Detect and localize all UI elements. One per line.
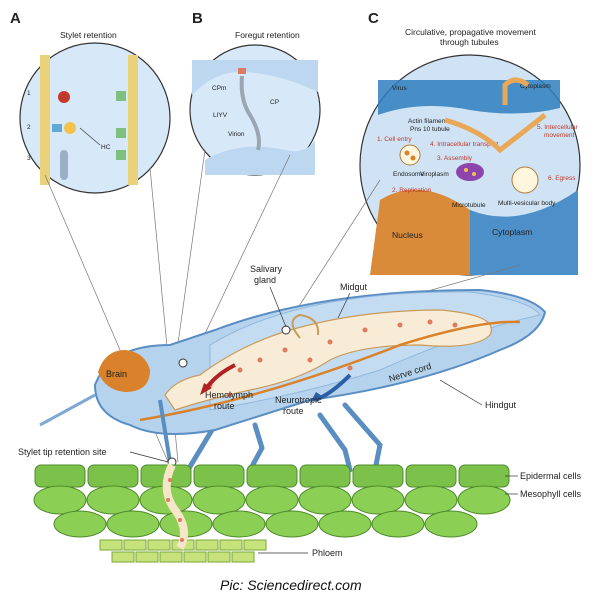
virion-icon xyxy=(64,122,76,134)
liyv-label: LIYV xyxy=(213,112,228,119)
receptor-icon xyxy=(116,150,126,160)
stylet-wall-right xyxy=(128,55,138,185)
stylet-wall-left xyxy=(40,55,50,185)
step-4-label: 4. Intracellular transport xyxy=(430,141,498,148)
nucleus-label: Nucleus xyxy=(392,230,423,240)
stylet-track xyxy=(162,463,188,550)
panel-a-title: Stylet retention xyxy=(60,30,117,40)
viroplasm-label: Viroplasm xyxy=(420,171,449,178)
cytoplasm-bottom-shape xyxy=(470,190,578,275)
hemolymph-label-2: route xyxy=(214,401,235,411)
virion-filament xyxy=(239,75,261,151)
receptor-icon xyxy=(116,91,126,101)
salivary-gland-shape xyxy=(291,313,320,339)
epidermal-label: Epidermal cells xyxy=(520,471,582,481)
viroplasm-icon xyxy=(456,163,484,181)
virion-icon xyxy=(58,91,70,103)
cytoplasm-bottom-label: Cytoplasm xyxy=(492,227,532,237)
midgut-label: Midgut xyxy=(340,282,368,292)
cell-membrane xyxy=(378,80,560,115)
image-caption: Pic: Sciencedirect.com xyxy=(220,577,362,593)
salivary-marker xyxy=(281,325,291,335)
endosome-label: Endosome xyxy=(393,171,424,178)
step-5-label-2: movement xyxy=(544,132,575,139)
insect: Brain xyxy=(39,288,547,473)
cpm-marker xyxy=(238,68,246,74)
mesophyll-label: Mesophyll cells xyxy=(520,489,582,499)
foregut-lining xyxy=(192,60,318,95)
panel-a-letter: A xyxy=(10,10,21,27)
mvb-icon xyxy=(511,166,539,194)
endosome-icon xyxy=(399,144,421,166)
hemolymph-label-1: Hemolymph xyxy=(205,390,253,400)
row-1-label: 1 xyxy=(27,90,31,97)
salivary-gland-label-1: Salivary xyxy=(250,264,283,274)
epidermal-layer xyxy=(34,464,510,488)
salivary-gland-label-2: gland xyxy=(254,275,276,285)
plant-tissue: Epidermal cells Mesophyll cells Phloem xyxy=(33,463,582,563)
brain-shape xyxy=(98,350,150,392)
panel-c-title-2: through tubules xyxy=(440,37,499,47)
cp-label: CP xyxy=(270,99,279,106)
brain-label: Brain xyxy=(106,369,127,379)
stylet xyxy=(158,399,172,463)
step-6-label: 6. Egress xyxy=(548,175,576,182)
panel-c-letter: C xyxy=(368,10,379,27)
foregut-marker xyxy=(178,358,188,368)
mvb-label: Multi-vesicular body xyxy=(498,200,556,207)
cytoplasm-top-label: Cytoplasm xyxy=(520,83,551,90)
virus-label: Virus xyxy=(392,85,407,92)
neurotropic-route-arrow xyxy=(314,373,352,402)
virion-label: Virion xyxy=(228,131,245,138)
panel-b-letter: B xyxy=(192,10,203,27)
step-1-label: 1. Cell entry xyxy=(377,136,412,143)
phloem-label: Phloem xyxy=(312,548,343,558)
panel-c-title-1: Circulative, propagative movement xyxy=(405,27,537,37)
hc-label: HC xyxy=(101,144,111,151)
row-3-label: 3 xyxy=(27,155,31,162)
panel-c: C Circulative, propagative movement thro… xyxy=(359,10,581,276)
stylet-tip-label: Stylet tip retention site xyxy=(18,447,107,457)
step-2-label: 2. Replication xyxy=(392,187,432,194)
panel-b: B Foregut retention CPm CP LIYV Virion xyxy=(189,10,321,176)
virion-rod-icon xyxy=(60,150,68,180)
row-2-label: 2 xyxy=(27,124,31,131)
step-3-label: 3. Assembly xyxy=(437,155,473,162)
midgut-shape xyxy=(164,309,492,411)
panel-a: A Stylet retention 1 2 3 HC xyxy=(10,10,171,194)
step-5-label-1: 5. Intercellular xyxy=(537,124,579,131)
foregut-lining xyxy=(205,140,315,175)
nerve-cord-line xyxy=(139,320,521,422)
panel-b-title: Foregut retention xyxy=(235,30,300,40)
helper-component-icon xyxy=(52,124,62,132)
pns10-tubule xyxy=(444,113,547,154)
mesophyll-layer xyxy=(33,485,511,538)
pns10-label: Pns 10 tubule xyxy=(410,126,450,133)
nucleus-shape xyxy=(370,189,470,275)
microtubule-label: Microtubule xyxy=(452,202,486,209)
receptor-icon xyxy=(116,128,126,138)
neurotropic-label-2: route xyxy=(283,406,304,416)
hindgut-label: Hindgut xyxy=(485,400,517,410)
cpm-label: CPm xyxy=(212,85,226,92)
actin-label: Actin filaments xyxy=(408,118,451,125)
neurotropic-label-1: Neurotropic xyxy=(275,395,322,405)
